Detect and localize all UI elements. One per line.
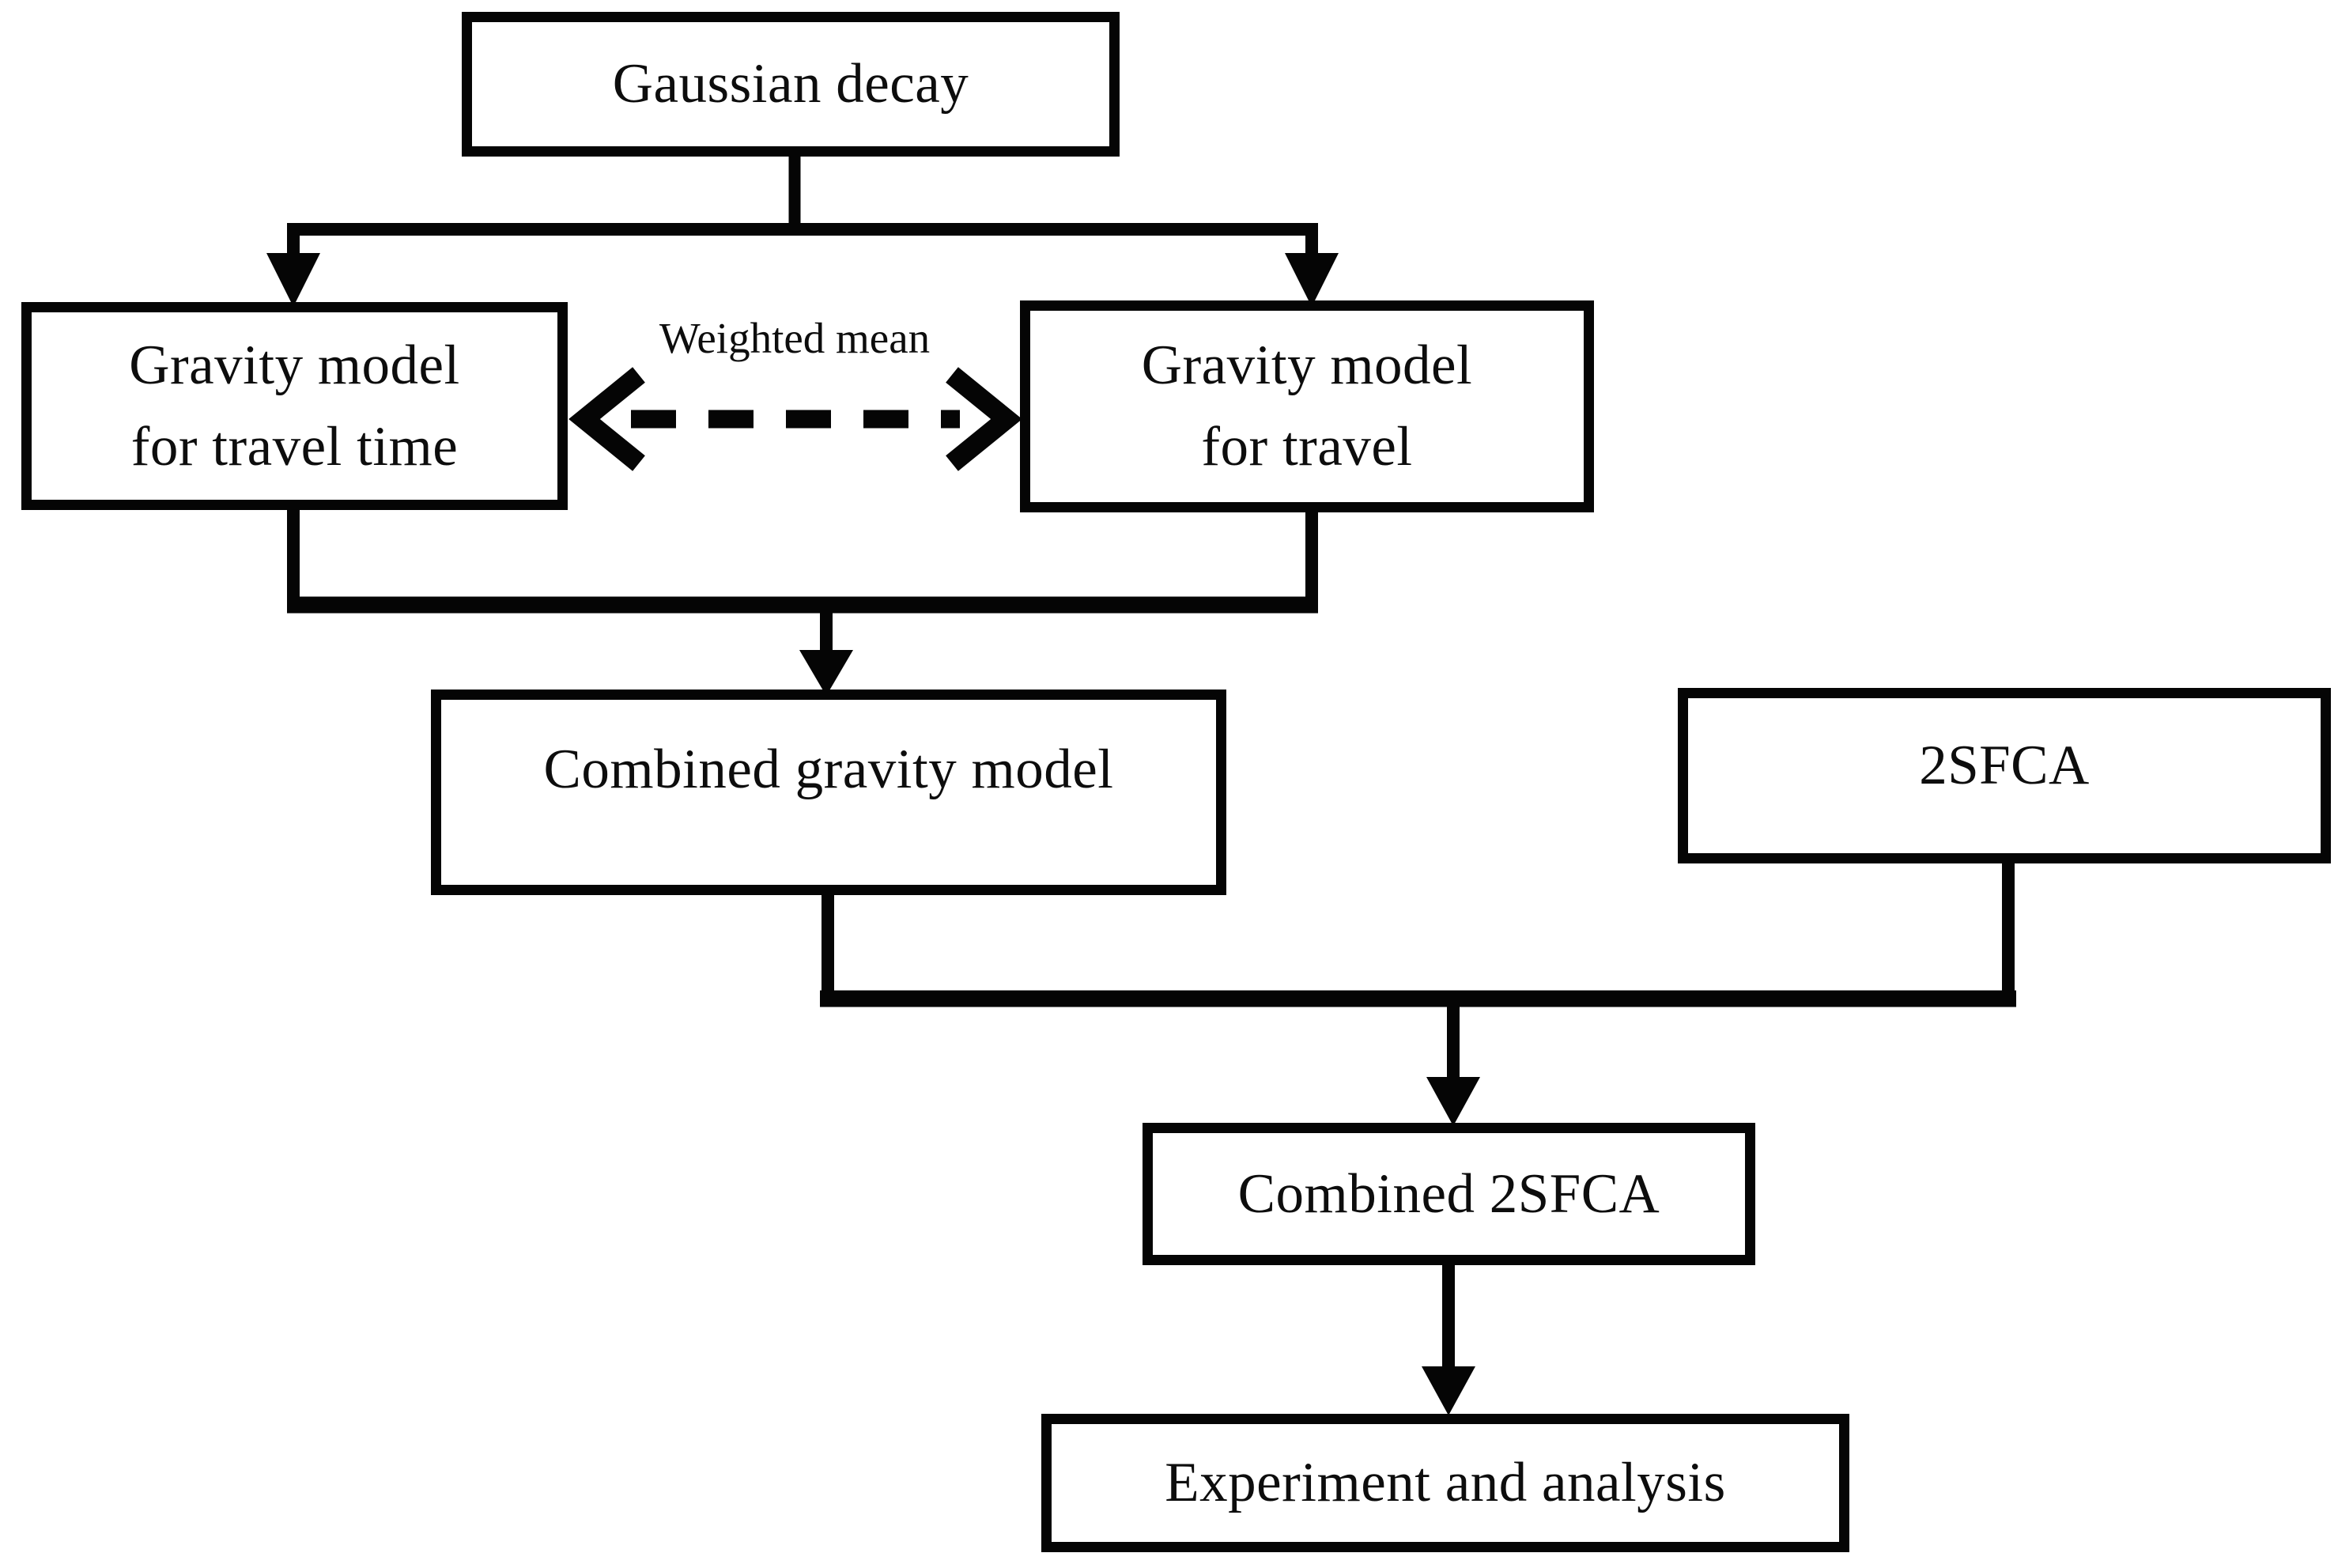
node-gaussian-decay-label: Gaussian decay bbox=[612, 53, 969, 115]
node-gravity-model-travel-time-line2: for travel time bbox=[130, 415, 459, 478]
arrowhead-to-combined-gravity bbox=[799, 650, 853, 696]
node-combined-gravity-model-label: Combined gravity model bbox=[543, 738, 1114, 800]
node-2sfca: 2SFCA bbox=[1678, 688, 2331, 863]
arrowhead-weighted-mean-right bbox=[946, 367, 1022, 471]
node-gravity-model-travel-line2: for travel bbox=[1201, 416, 1413, 478]
node-gravity-model-travel: Gravity model for travel bbox=[1020, 300, 1594, 512]
arrowhead-to-experiment bbox=[1422, 1366, 1475, 1415]
node-combined-2sfca: Combined 2SFCA bbox=[1143, 1123, 1755, 1265]
edge-branch-line bbox=[287, 223, 1318, 270]
node-experiment-analysis: Experiment and analysis bbox=[1041, 1414, 1849, 1552]
node-combined-gravity-model: Combined gravity model bbox=[431, 690, 1226, 895]
node-gravity-model-travel-line1: Gravity model bbox=[1141, 334, 1473, 396]
node-gaussian-decay: Gaussian decay bbox=[462, 12, 1120, 157]
arrowhead-to-combined-2sfca bbox=[1426, 1077, 1480, 1126]
edge-label-weighted-mean: Weighted mean bbox=[659, 314, 931, 362]
node-combined-2sfca-label: Combined 2SFCA bbox=[1237, 1162, 1660, 1225]
node-2sfca-label: 2SFCA bbox=[1919, 734, 2090, 796]
node-gravity-model-travel-time-line1: Gravity model bbox=[129, 334, 460, 396]
node-gravity-model-travel-time: Gravity model for travel time bbox=[21, 302, 568, 510]
arrowhead-to-gravity-travel bbox=[1285, 253, 1339, 307]
arrowhead-to-gravity-travel-time bbox=[266, 253, 320, 307]
arrowhead-weighted-mean-left bbox=[568, 367, 645, 471]
node-experiment-analysis-label: Experiment and analysis bbox=[1165, 1452, 1726, 1513]
